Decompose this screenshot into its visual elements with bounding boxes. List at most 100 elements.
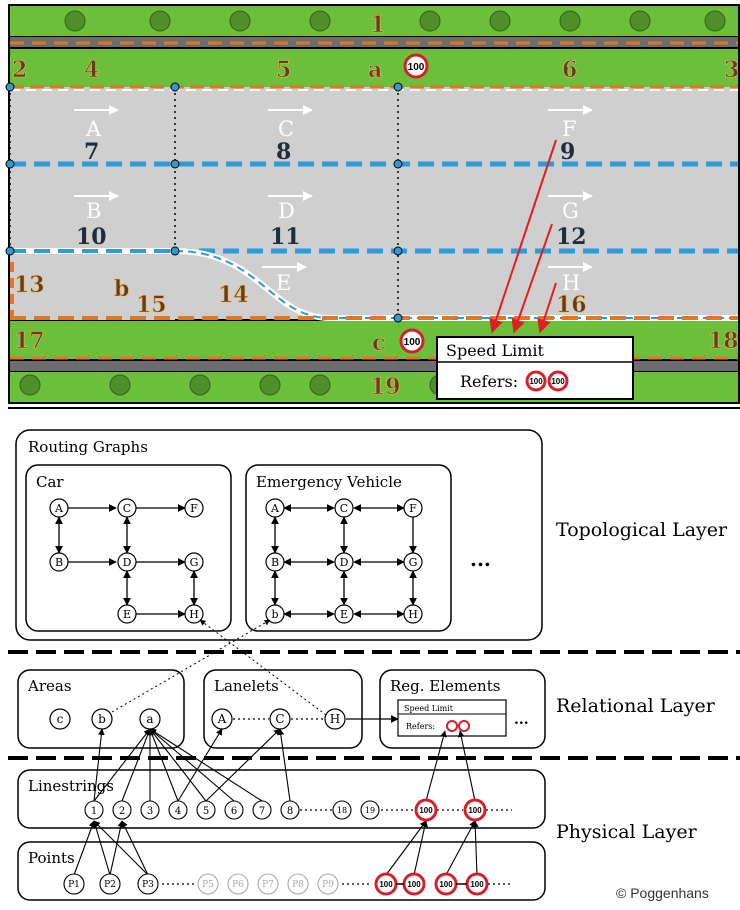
lane-letter-B: B	[86, 199, 101, 223]
lanelet-node-H: H	[330, 712, 340, 726]
reg-box-sign-icon-1	[446, 720, 458, 732]
ev-node-B: B	[271, 556, 279, 569]
areas-title: Areas	[27, 677, 72, 695]
linestring-node-19: 19	[365, 806, 375, 815]
routing-ellipsis: ...	[470, 547, 491, 571]
emergency-graph-nodes	[265, 498, 423, 624]
speed-limit-arrows	[489, 139, 557, 334]
map-number-1: 1	[370, 12, 385, 38]
road-map: A C F B D G E H 7 8 9 10 11 12 1 2 3 4 5…	[5, 4, 740, 404]
ev-node-D: D	[340, 556, 349, 569]
area-b-to-graph-link	[111, 619, 271, 713]
ev-node-b: b	[271, 608, 278, 621]
speed-limit-refers: Refers:	[460, 372, 518, 391]
car-graph-title: Car	[36, 473, 64, 491]
speed-limit-callout: Speed Limit Refers: 100 100	[436, 336, 634, 400]
routing-graphs-panel: Routing Graphs Car Emergency Vehicle ...…	[15, 429, 543, 641]
top-grass-strip	[10, 6, 738, 36]
lane-letter-A: A	[85, 117, 102, 141]
reg-box-title: Speed Limit	[404, 704, 454, 713]
ev-node-H: H	[408, 608, 418, 621]
svg-text:100: 100	[404, 337, 421, 348]
car-graph-edges	[55, 504, 198, 618]
lane-letter-H: H	[562, 271, 580, 295]
area-letter-a: a	[368, 57, 382, 83]
point-node-P7: P7	[262, 880, 274, 890]
lane-letter-G: G	[562, 199, 579, 223]
area-letter-c: c	[372, 330, 385, 356]
ev-node-F: F	[409, 502, 417, 515]
ev-node-E: E	[340, 608, 348, 621]
lanelets-title: Lanelets	[214, 677, 279, 695]
linestring-node-1: 1	[91, 806, 97, 817]
map-number-18: 18	[708, 328, 739, 354]
map-number-9: 9	[560, 139, 575, 165]
svg-text:100: 100	[529, 377, 543, 386]
car-node-H: H	[189, 608, 199, 621]
refers-sign-icon-1: 100	[525, 370, 547, 392]
point-node-P6: P6	[232, 880, 244, 890]
svg-text:100: 100	[439, 880, 453, 889]
car-node-E: E	[123, 608, 131, 621]
map-number-11: 11	[270, 224, 301, 250]
copyright-text: © Poggenhans	[616, 885, 709, 901]
point-sign-icons: 100 100 100 100	[374, 872, 489, 896]
emergency-graph-title: Emergency Vehicle	[256, 473, 402, 491]
map-number-10: 10	[76, 224, 107, 250]
area-node-a: a	[146, 712, 153, 726]
physical-layer: Linestrings Points	[17, 728, 546, 901]
map-number-3: 3	[724, 57, 739, 83]
map-number-12: 12	[556, 224, 587, 250]
physical-layer-label: Physical Layer	[556, 821, 698, 843]
point-node-P3: P3	[142, 880, 154, 890]
ev-node-G: G	[409, 556, 418, 569]
linestrings-title: Linestrings	[28, 777, 114, 795]
car-node-C: C	[123, 502, 131, 515]
points-box	[17, 841, 546, 901]
point-node-P8: P8	[292, 880, 304, 890]
area-node-b: b	[98, 712, 106, 726]
svg-text:100: 100	[468, 806, 482, 815]
map-number-4: 4	[84, 57, 99, 83]
car-graph-nodes	[49, 498, 204, 624]
relational-layer: Areas Lanelets Reg. Elements c b a A C H…	[17, 619, 546, 749]
car-node-D: D	[123, 556, 132, 569]
reg-elements-title: Reg. Elements	[390, 677, 500, 695]
points-title: Points	[28, 849, 75, 867]
map-number-2: 2	[12, 57, 27, 83]
reg-box-refers: Refers:	[406, 722, 435, 731]
map-number-16: 16	[556, 292, 587, 318]
linestring-node-4: 4	[175, 806, 181, 817]
svg-text:100: 100	[408, 62, 425, 73]
linestring-to-lanelet-edges	[93, 728, 476, 802]
map-number-8: 8	[276, 139, 291, 165]
linestring-node-8: 8	[287, 806, 293, 817]
speed-sign-bottom-icon: 100	[399, 328, 425, 354]
map-number-7: 7	[84, 139, 99, 165]
map-number-13: 13	[14, 272, 45, 298]
lane-letter-E: E	[276, 271, 291, 295]
svg-text:100: 100	[379, 880, 393, 889]
emergency-graph-edges	[271, 504, 417, 618]
svg-text:100: 100	[470, 880, 484, 889]
svg-text:100: 100	[551, 377, 565, 386]
linestring-node-2: 2	[119, 806, 125, 817]
reg-box-sign-icon-2	[458, 720, 470, 732]
lanelet-node-A: A	[217, 712, 227, 726]
topological-layer-label: Topological Layer	[556, 519, 728, 541]
car-node-A: A	[54, 502, 64, 515]
linestring-node-7: 7	[259, 806, 265, 817]
map-number-15: 15	[136, 292, 167, 318]
linestring-node-18: 18	[337, 806, 347, 815]
point-node-P5: P5	[202, 880, 214, 890]
map-number-14: 14	[218, 282, 249, 308]
junction-points	[5, 82, 403, 323]
relational-layer-label: Relational Layer	[556, 695, 716, 717]
routing-graphs-title: Routing Graphs	[28, 438, 148, 456]
area-node-c: c	[57, 712, 64, 726]
point-to-linestring-edges	[73, 820, 479, 876]
reg-ellipsis: ...	[514, 712, 529, 728]
bottom-sidewalk	[10, 361, 738, 371]
linestring-node-3: 3	[147, 806, 153, 817]
